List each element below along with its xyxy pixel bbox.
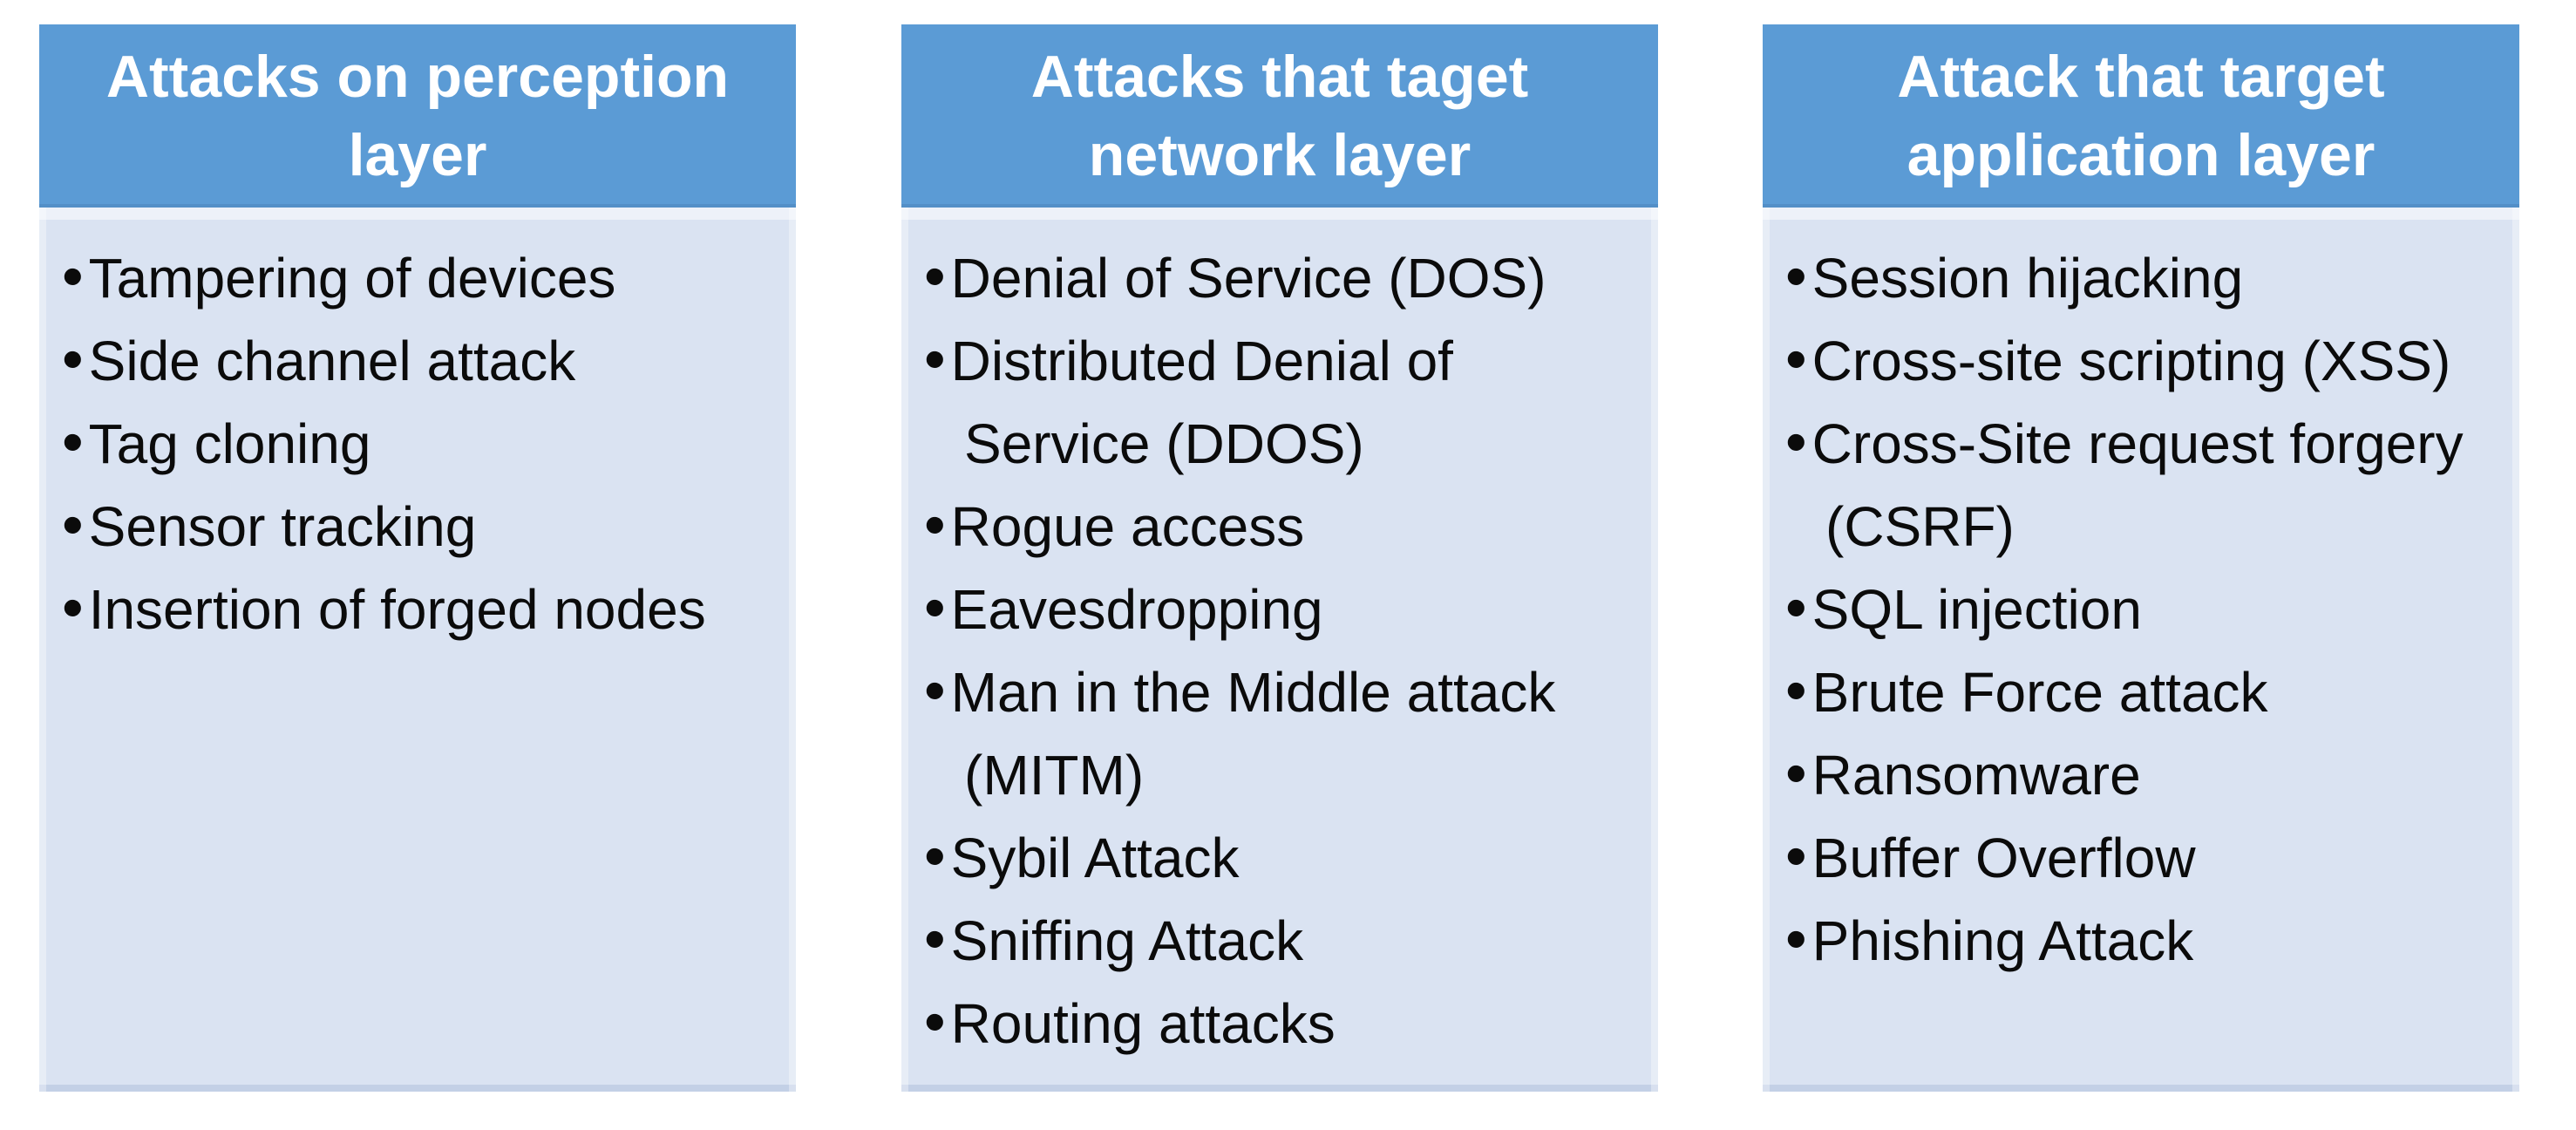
column-header-application: Attack that target application layer	[1763, 24, 2519, 208]
list-item: Brute Force attack	[1785, 651, 2504, 734]
list-item: Distributed Denial of Service (DDOS)	[924, 320, 1642, 486]
list-item: SQL injection	[1785, 568, 2504, 651]
column-header-network: Attacks that taget network layer	[901, 24, 1658, 208]
list-item: Cross-site scripting (XSS)	[1785, 320, 2504, 403]
list-item: Sensor tracking	[62, 486, 780, 568]
column-body-perception: Tampering of devices Side channel attack…	[39, 208, 796, 1092]
list-item: Sniffing Attack	[924, 900, 1642, 983]
list-item: Eavesdropping	[924, 568, 1642, 651]
attack-list-perception: Tampering of devices Side channel attack…	[62, 237, 780, 651]
column-network-layer: Attacks that taget network layer Denial …	[901, 24, 1658, 1092]
list-item: Routing attacks	[924, 983, 1642, 1065]
column-body-application: Session hijacking Cross-site scripting (…	[1763, 208, 2519, 1092]
column-body-network: Denial of Service (DOS) Distributed Deni…	[901, 208, 1658, 1092]
column-title: Attacks on perception layer	[105, 44, 730, 188]
list-item: Session hijacking	[1785, 237, 2504, 320]
list-item: Tag cloning	[62, 403, 780, 486]
list-item: Insertion of forged nodes	[62, 568, 780, 651]
list-item: Sybil Attack	[924, 817, 1642, 900]
column-header-perception: Attacks on perception layer	[39, 24, 796, 208]
list-item: Man in the Middle attack (MITM)	[924, 651, 1642, 817]
list-item: Tampering of devices	[62, 237, 780, 320]
column-perception-layer: Attacks on perception layer Tampering of…	[39, 24, 796, 1092]
attack-list-application: Session hijacking Cross-site scripting (…	[1785, 237, 2504, 983]
list-item: Cross-Site request forgery (CSRF)	[1785, 403, 2504, 568]
list-item: Denial of Service (DOS)	[924, 237, 1642, 320]
attack-list-network: Denial of Service (DOS) Distributed Deni…	[924, 237, 1642, 1065]
list-item: Ransomware	[1785, 734, 2504, 817]
list-item: Rogue access	[924, 486, 1642, 568]
column-title: Attacks that taget network layer	[1030, 44, 1529, 188]
column-application-layer: Attack that target application layer Ses…	[1763, 24, 2519, 1092]
list-item: Buffer Overflow	[1785, 817, 2504, 900]
list-item: Phishing Attack	[1785, 900, 2504, 983]
column-title: Attack that target application layer	[1897, 44, 2385, 188]
list-item: Side channel attack	[62, 320, 780, 403]
